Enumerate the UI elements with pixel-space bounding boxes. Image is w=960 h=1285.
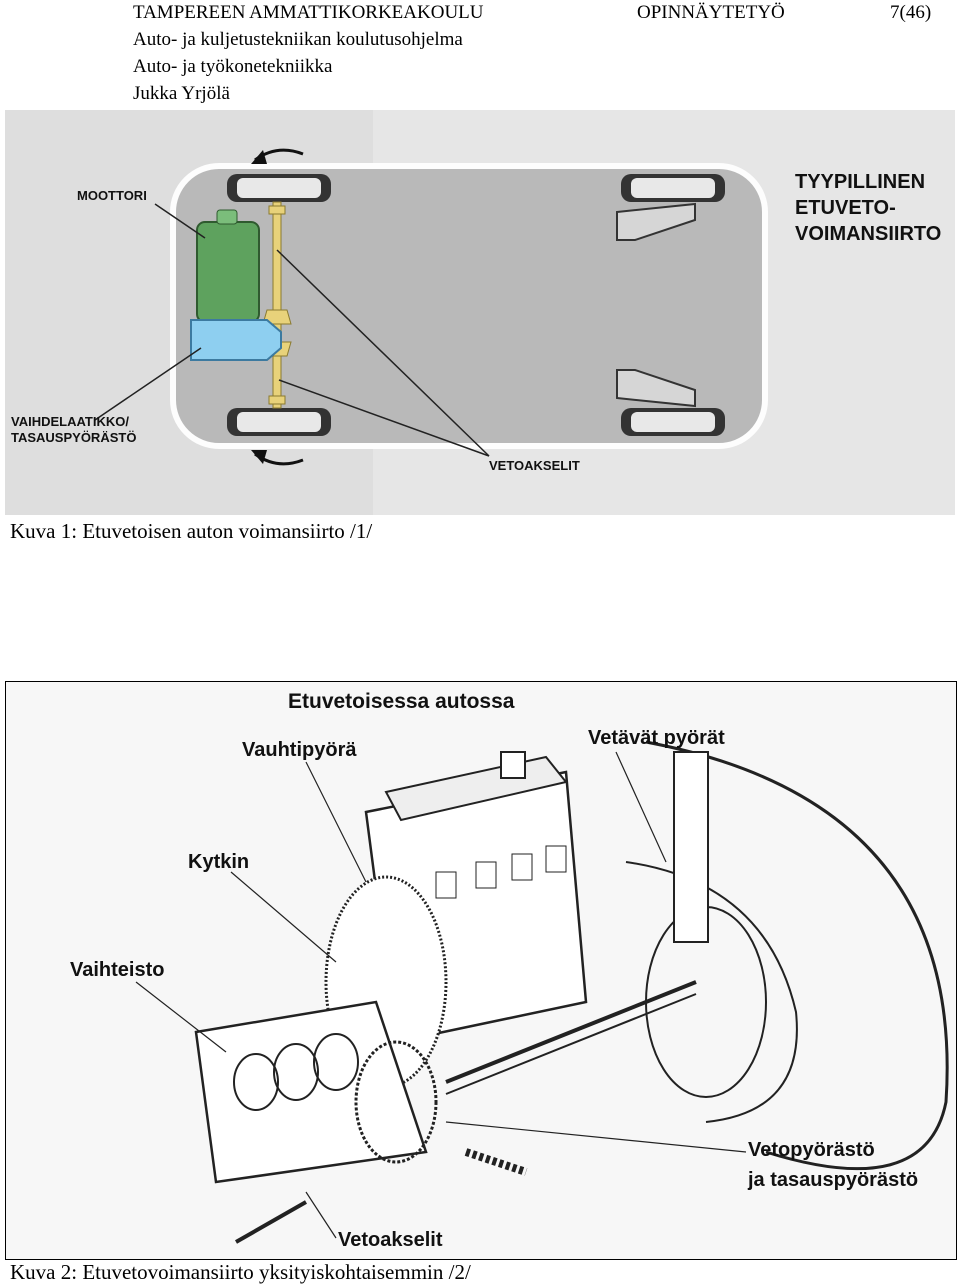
driveshaft-right (445, 980, 697, 1084)
label-gearbox-line-1: VAIHDELAATIKKO/ (11, 414, 129, 429)
header-specialisation: Auto- ja työkonetekniikka (133, 56, 333, 77)
header-programme: Auto- ja kuljetustekniikan koulutusohjel… (133, 29, 463, 50)
gearbox-differential (190, 319, 282, 361)
label-final-drive-line-2: ja tasauspyörästö (747, 1169, 918, 1191)
diagram-title-line-1: TYYPILLINEN (795, 171, 925, 193)
figure-2-svg: Etuvetoisessa autossa Vauhtipyörä Kytkin… (6, 682, 956, 1259)
illustration-title: Etuvetoisessa autossa (288, 690, 515, 713)
rear-suspension-bracket-right (616, 369, 696, 408)
driveshaft-left (235, 1200, 307, 1244)
header-institution: TAMPEREEN AMMATTIKORKEAKOULU (133, 2, 484, 23)
label-drive-wheels: Vetävät pyörät (588, 727, 725, 749)
label-clutch: Kytkin (188, 851, 249, 873)
figure-1-svg: MOOTTORI VAIHDELAATIKKO/ TASAUSPYÖRÄSTÖ … (5, 110, 955, 515)
diagram-title-line-3: VOIMANSIIRTO (795, 223, 941, 245)
label-engine: MOOTTORI (77, 188, 147, 203)
label-driveshafts-2: Vetoakselit (338, 1229, 443, 1251)
label-final-drive-line-1: Vetopyörästö (748, 1139, 875, 1161)
engine (196, 221, 260, 323)
figure-1-drivetrain-diagram: MOOTTORI VAIHDELAATIKKO/ TASAUSPYÖRÄSTÖ … (5, 110, 955, 515)
label-driveshafts: VETOAKSELIT (489, 458, 580, 473)
suspension-strut (673, 751, 709, 943)
final-drive-gear (354, 1040, 438, 1164)
figure-2-drivetrain-illustration: Etuvetoisessa autossa Vauhtipyörä Kytkin… (5, 681, 957, 1260)
drive-shafts (272, 201, 282, 409)
drive-wheel-tyre (645, 740, 949, 1171)
figure-2-caption: Kuva 2: Etuvetovoimansiirto yksityiskoht… (10, 1260, 471, 1284)
rear-suspension-bracket-left (616, 202, 696, 241)
label-flywheel: Vauhtipyörä (242, 739, 357, 761)
label-gearbox-line-2: TASAUSPYÖRÄSTÖ (11, 430, 136, 445)
label-gearbox: Vaihteisto (70, 959, 164, 981)
diagram-title-line-2: ETUVETO- (795, 197, 896, 219)
header-doc-type: OPINNÄYTETYÖ (637, 2, 785, 23)
figure-1-caption: Kuva 1: Etuvetoisen auton voimansiirto /… (10, 519, 373, 543)
header-page-number: 7(46) (890, 2, 932, 23)
header-author: Jukka Yrjölä (133, 83, 230, 104)
